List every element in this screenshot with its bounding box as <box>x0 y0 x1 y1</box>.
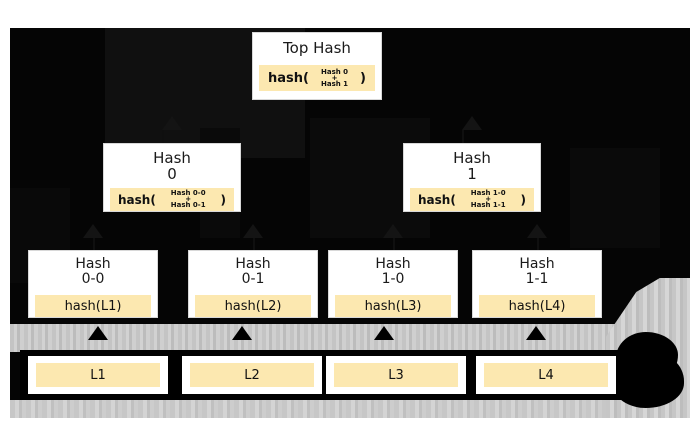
node-hash-0-0-title: Hash 0-0 <box>75 256 111 288</box>
data-block-l4[interactable]: L4 <box>476 356 616 394</box>
node-hash-0-0-expression: hash(L1) <box>35 295 151 317</box>
node-top-hash-expression: hash( Hash 0 + Hash 1 ) <box>259 65 375 92</box>
node-hash-0-expression: hash( Hash 0-0 + Hash 0-1 ) <box>110 188 234 211</box>
node-hash-0-1-title: Hash 0-1 <box>235 256 271 288</box>
node-hash-1-0-title: Hash 1-0 <box>375 256 411 288</box>
arrow-hash00-to-hash0 <box>83 224 103 238</box>
arrow-hash0-to-top <box>162 116 182 130</box>
data-block-l3[interactable]: L3 <box>326 356 466 394</box>
background-texture-band <box>10 400 690 418</box>
arrow-stem-hash00-to-hash0 <box>93 238 95 252</box>
arrow-l2-to-hash01 <box>232 326 252 340</box>
hash-operands: Hash 0-0 + Hash 0-1 <box>171 190 206 209</box>
hash-suffix: ) <box>360 70 366 86</box>
node-hash-0-title: Hash 0 <box>153 149 191 184</box>
node-hash-0-0[interactable]: Hash 0-0 hash(L1) <box>28 250 158 318</box>
node-hash-1-0-expression: hash(L3) <box>335 295 451 317</box>
hash-prefix: hash( <box>118 192 156 207</box>
hash-prefix: hash( <box>268 70 309 86</box>
arrow-l4-to-hash11 <box>526 326 546 340</box>
node-hash-1[interactable]: Hash 1 hash( Hash 1-0 + Hash 1-1 ) <box>403 143 541 212</box>
node-hash-0[interactable]: Hash 0 hash( Hash 0-0 + Hash 0-1 ) <box>103 143 241 212</box>
arrow-stem-hash10-to-hash1 <box>393 238 395 252</box>
arrow-stem-hash1-to-top <box>462 130 464 144</box>
arrow-l3-to-hash10 <box>374 326 394 340</box>
node-hash-1-expression: hash( Hash 1-0 + Hash 1-1 ) <box>410 188 534 211</box>
hash-prefix: hash( <box>418 192 456 207</box>
arrow-hash1-to-top <box>462 116 482 130</box>
data-block-l4-label: L4 <box>484 363 608 387</box>
arrow-hash10-to-hash1 <box>383 224 403 238</box>
node-hash-0-1-expression: hash(L2) <box>195 295 311 317</box>
operator: + <box>331 73 338 82</box>
arrow-stem-hash01-to-hash0 <box>253 238 255 252</box>
operator: + <box>185 195 192 204</box>
data-block-l2-label: L2 <box>190 363 314 387</box>
node-top-hash-title: Top Hash <box>283 39 351 57</box>
diagram-canvas: Top Hash hash( Hash 0 + Hash 1 ) Hash 0 … <box>10 28 690 418</box>
node-hash-1-1-title: Hash 1-1 <box>519 256 555 288</box>
data-block-l1-label: L1 <box>36 363 160 387</box>
operand-b: Hash 1 <box>320 79 349 88</box>
hash-suffix: ) <box>520 192 526 207</box>
operand-a: Hash 1-0 <box>470 189 506 198</box>
node-hash-1-title: Hash 1 <box>453 149 491 184</box>
data-block-l2[interactable]: L2 <box>182 356 322 394</box>
arrow-stem-hash11-to-hash1 <box>537 238 539 252</box>
operand-a: Hash 0-0 <box>170 189 206 198</box>
node-hash-1-1[interactable]: Hash 1-1 hash(L4) <box>472 250 602 318</box>
hash-operands: Hash 0 + Hash 1 <box>320 67 349 88</box>
data-block-l1[interactable]: L1 <box>28 356 168 394</box>
hash-suffix: ) <box>220 192 226 207</box>
arrow-hash01-to-hash0 <box>243 224 263 238</box>
data-block-l3-label: L3 <box>334 363 458 387</box>
node-hash-1-1-expression: hash(L4) <box>479 295 595 317</box>
background-texture-band <box>10 324 690 352</box>
operand-b: Hash 0-1 <box>170 201 206 210</box>
node-hash-1-0[interactable]: Hash 1-0 hash(L3) <box>328 250 458 318</box>
background-shade <box>570 148 660 248</box>
operator: + <box>485 195 492 204</box>
operand-a: Hash 0 <box>320 67 349 76</box>
node-hash-0-1[interactable]: Hash 0-1 hash(L2) <box>188 250 318 318</box>
arrow-stem-hash0-to-top <box>162 130 164 144</box>
arrow-hash11-to-hash1 <box>527 224 547 238</box>
arrow-l1-to-hash00 <box>88 326 108 340</box>
node-top-hash[interactable]: Top Hash hash( Hash 0 + Hash 1 ) <box>252 32 382 100</box>
operand-b: Hash 1-1 <box>470 201 506 210</box>
hash-operands: Hash 1-0 + Hash 1-1 <box>471 190 506 209</box>
